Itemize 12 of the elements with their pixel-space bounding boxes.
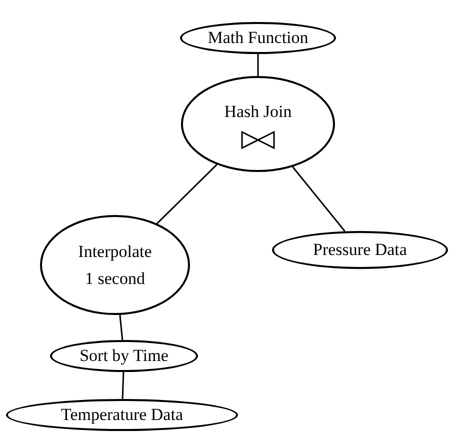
node-label: Pressure Data [313, 239, 407, 262]
connector-line [122, 372, 124, 400]
node-label: Sort by Time [80, 345, 168, 368]
node-label: Interpolate [78, 240, 152, 263]
connector-line [156, 164, 218, 224]
node-label: Math Function [208, 27, 308, 50]
connector-line [292, 166, 346, 232]
node-label: Temperature Data [61, 404, 183, 426]
node-label: Hash Join [224, 101, 292, 124]
node-label: 1 second [85, 268, 145, 290]
connector-line [257, 54, 259, 76]
connector-line [119, 314, 124, 340]
